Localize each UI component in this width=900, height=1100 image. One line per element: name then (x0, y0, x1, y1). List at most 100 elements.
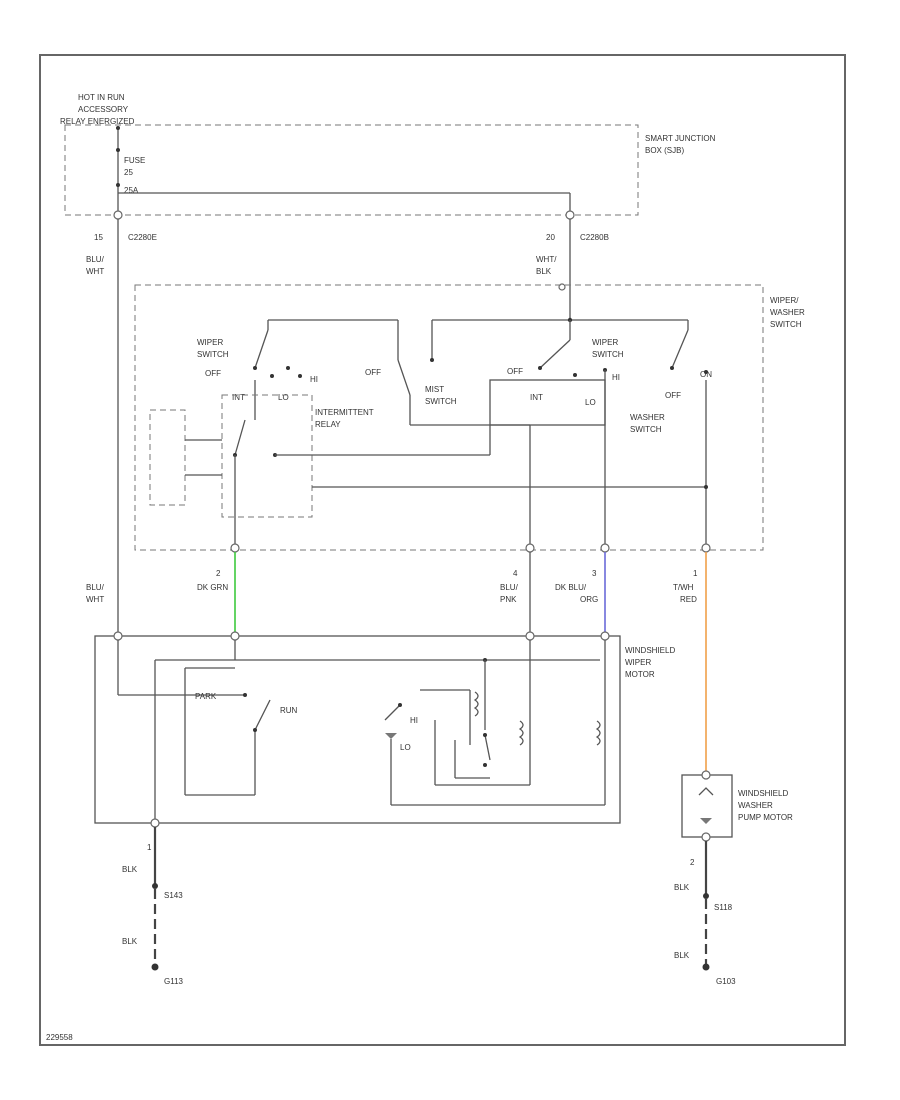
park-contact (243, 693, 247, 697)
source-label-2: ACCESSORY (78, 105, 129, 114)
motor-hi-label: HI (410, 716, 418, 725)
relay-contact-blade (234, 419, 246, 456)
mist-label-2: SWITCH (425, 397, 457, 406)
ground-right-pin: 2 (690, 858, 695, 867)
splice-s143 (152, 883, 158, 889)
splice-s118 (703, 893, 709, 899)
washer-label-2: SWITCH (630, 425, 662, 434)
ground-right-ground: G103 (716, 977, 736, 986)
connector-c2280b (565, 210, 575, 220)
lower-wire-4-c1: T/WH (673, 583, 694, 592)
wiper-switch-blade (254, 329, 269, 369)
left-connector-id: C2280E (128, 233, 157, 242)
feed-dot (116, 126, 120, 130)
motor-label-3: MOTOR (625, 670, 655, 679)
ground-left-ground: G113 (164, 977, 184, 986)
lower-wire-1-pin: 2 (216, 569, 221, 578)
wiper-contact-1 (270, 374, 274, 378)
switch-pin-4 (525, 543, 535, 553)
ground-right-wire-2: BLK (674, 951, 690, 960)
wiper-contact-3 (298, 374, 302, 378)
sw2-hi: HI (612, 373, 620, 382)
mist-off: OFF (365, 368, 381, 377)
pump-ground-icon (700, 818, 712, 824)
sw2-label-1: WIPER (592, 338, 618, 347)
sw2-contact-lo (573, 373, 577, 377)
motor-ground-pin (150, 818, 160, 828)
washer-link-dot (704, 485, 708, 489)
pump-label-2: WASHER (738, 801, 773, 810)
fuse-rating: 25A (124, 186, 139, 195)
pump-motor-icon (698, 787, 714, 796)
ground-g103 (702, 963, 710, 971)
ground-left-splice: S143 (164, 891, 183, 900)
fuse-label: FUSE (124, 156, 145, 165)
relay-label-1: INTERMITTENT (315, 408, 374, 417)
switch-label-3: SWITCH (770, 320, 802, 329)
upper-right-wire-color-2: BLK (536, 267, 552, 276)
brush-dot (398, 703, 402, 707)
run-label: RUN (280, 706, 298, 715)
source-label-1: HOT IN RUN (78, 93, 125, 102)
ground-left-wire-1: BLK (122, 865, 138, 874)
motor-pin-2 (230, 631, 240, 641)
lo-coil-icon (518, 720, 524, 746)
switch-label-2: WASHER (770, 308, 805, 317)
relay-label-2: RELAY (315, 420, 341, 429)
left-pin: 15 (94, 233, 103, 242)
wiper-switch-off: OFF (205, 369, 221, 378)
right-pin: 20 (546, 233, 555, 242)
switch-pin-3 (600, 543, 610, 553)
sjb-label-2: BOX (SJB) (645, 146, 684, 155)
lower-wire-2-pin: 4 (513, 569, 518, 578)
internal-switch-blade (484, 734, 491, 761)
washer-off: OFF (665, 391, 681, 400)
fuse-top-dot (116, 148, 120, 152)
source-label-3: RELAY ENERGIZED (60, 117, 135, 126)
sw2-label-2: SWITCH (592, 350, 624, 359)
motor-brush-icon (385, 733, 397, 739)
motor-pin-blu-wht (113, 631, 123, 641)
lower-wire-4-pin: 1 (693, 569, 698, 578)
washer-switch-blade (671, 329, 689, 369)
wiper-washer-switch-box (134, 284, 764, 551)
run-switch-blade (254, 699, 271, 731)
wiper-switch-hi: HI (310, 375, 318, 384)
diagram-frame (39, 54, 846, 1046)
switch-label-1: WIPER/ (770, 296, 799, 305)
park-label: PARK (195, 692, 217, 701)
wiper-switch-label-1: WIPER (197, 338, 223, 347)
wiper-switch-label-2: SWITCH (197, 350, 229, 359)
motor-label-2: WIPER (625, 658, 651, 667)
switch-pin-1 (701, 543, 711, 553)
lower-wire-2-c1: BLU/ (500, 583, 519, 592)
motor-label-1: WINDSHIELD (625, 646, 675, 655)
upper-left-wire-color-1: BLU/ (86, 255, 105, 264)
figure-id: 229558 (46, 1033, 73, 1042)
mist-contact-dot (430, 358, 434, 362)
ground-left-pin: 1 (147, 843, 152, 852)
pump-ground-pin (701, 832, 711, 842)
internal-switch-dot-2 (483, 763, 487, 767)
ground-right-wire-1: BLK (674, 883, 690, 892)
ground-left-wire-2: BLK (122, 937, 138, 946)
lower-wire-1-c1: DK GRN (197, 583, 228, 592)
hi-coil-icon (473, 691, 479, 717)
intermittent-relay-box (221, 394, 313, 518)
lower-wire-3-c2: ORG (580, 595, 598, 604)
ground-right-splice: S118 (714, 903, 733, 912)
smart-junction-box (64, 124, 639, 216)
switch-pin-2 (230, 543, 240, 553)
upper-right-wire-color-1: WHT/ (536, 255, 557, 264)
ground-g113 (151, 963, 159, 971)
wiper-switch-pivot (253, 366, 257, 370)
washer-label-1: WASHER (630, 413, 665, 422)
lower-wire-3-pin: 3 (592, 569, 597, 578)
internal-switch-dot (483, 733, 487, 737)
relay-coil-box (149, 409, 186, 506)
washer-pump-box (681, 774, 733, 838)
run-pivot (253, 728, 257, 732)
lower-wire-0-c1: BLU/ (86, 583, 105, 592)
sw2-off: OFF (507, 367, 523, 376)
